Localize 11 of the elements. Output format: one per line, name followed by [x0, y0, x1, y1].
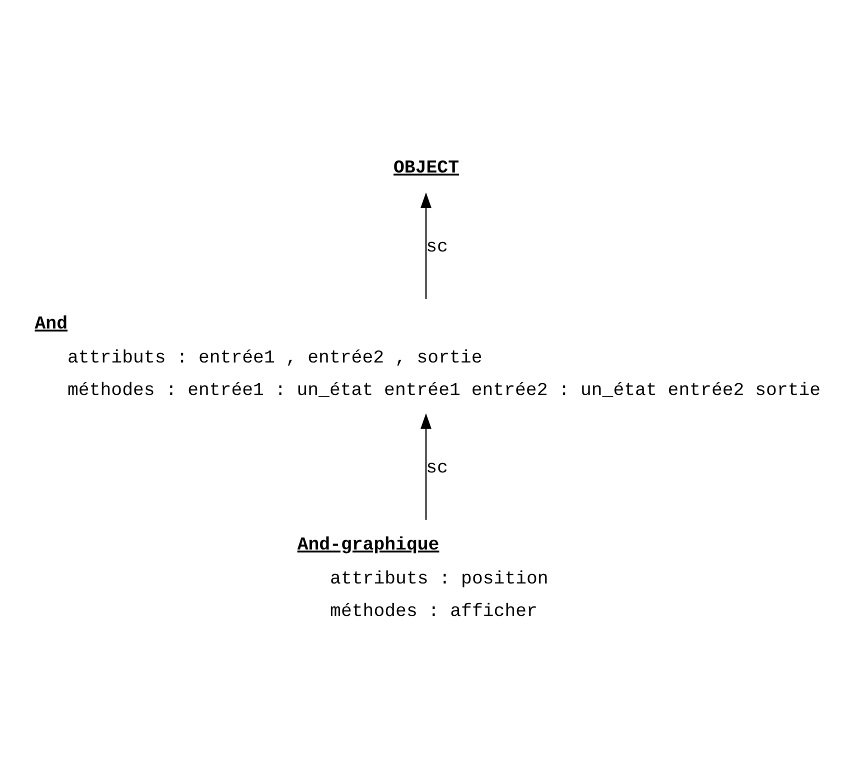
node-text: And: [34, 314, 68, 334]
edge-label: sc: [426, 458, 448, 478]
node-label: attributs : position: [330, 568, 548, 589]
node-text: And-graphique: [297, 535, 440, 556]
arrow: [420, 412, 432, 520]
node-label: méthodes : afficher: [330, 601, 538, 622]
edge-label: sc: [426, 236, 448, 257]
node-text: OBJECT: [394, 158, 460, 178]
arrow: [420, 192, 432, 298]
node-label: attributs : entrée1 , entrée2 , sortie: [68, 348, 482, 368]
node-label: méthodes : entrée1 : un_état entrée1 entrée2 : un_état entrée2 sortie: [68, 380, 821, 400]
